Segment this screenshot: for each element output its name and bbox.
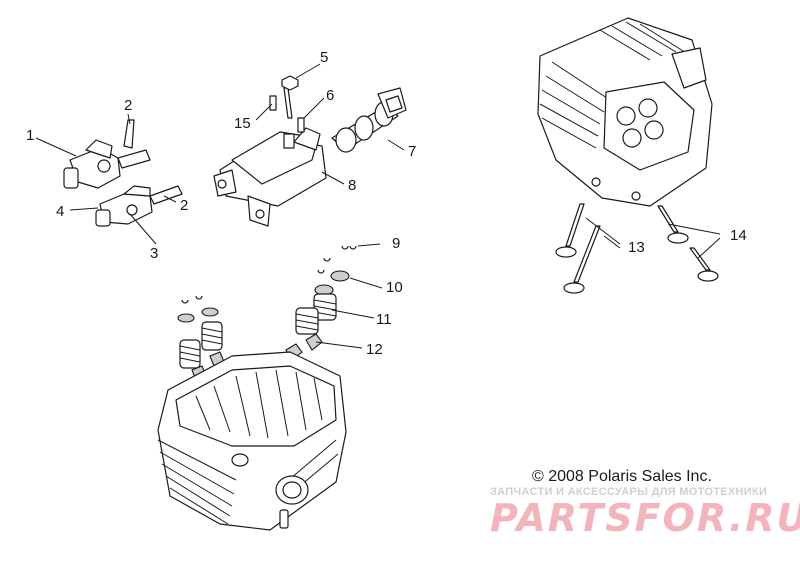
- exhaust-valves: [657, 205, 719, 282]
- watermark-caption: ЗАПЧАСТИ И АКСЕССУАРЫ ДЛЯ МОТОТЕХНИКИ: [490, 486, 768, 498]
- callout-6: 6: [326, 87, 334, 104]
- nut: [281, 75, 299, 91]
- callout-12: 12: [366, 341, 383, 358]
- rocker-arm-lower: [95, 185, 183, 227]
- callout-11: 11: [376, 311, 392, 328]
- callout-8: 8: [348, 177, 356, 194]
- dowel-pin: [283, 87, 305, 133]
- cylinder-head-lower: [157, 351, 347, 531]
- cylinder-head-upper: [537, 17, 713, 207]
- rocker-shaft-upper: [123, 119, 135, 149]
- valve-keepers: [181, 245, 357, 304]
- callout-5: 5: [320, 49, 328, 66]
- intake-valves: [555, 203, 601, 294]
- camshaft: [331, 87, 407, 153]
- rocker-arm-upper: [63, 139, 151, 189]
- callout-10: 10: [386, 279, 403, 296]
- screw: [269, 95, 277, 111]
- rocker-carrier: [213, 127, 327, 227]
- callout-2-lower: 2: [180, 197, 188, 214]
- copyright-notice: © 2008 Polaris Sales Inc.: [532, 468, 712, 485]
- callout-14: 14: [730, 227, 747, 244]
- callout-9: 9: [392, 235, 400, 252]
- valve-spring-retainers: [177, 270, 350, 323]
- leader-lines: [35, 63, 721, 349]
- callout-3: 3: [150, 245, 158, 262]
- watermark-logo[interactable]: PARTSFOR.RU: [490, 496, 800, 540]
- callout-15: 15: [234, 115, 251, 132]
- valve-springs: [179, 293, 337, 369]
- callout-13: 13: [628, 239, 645, 256]
- callout-4: 4: [56, 203, 64, 220]
- callout-1: 1: [26, 127, 34, 144]
- callout-2-upper: 2: [124, 97, 132, 114]
- callout-7: 7: [408, 143, 416, 160]
